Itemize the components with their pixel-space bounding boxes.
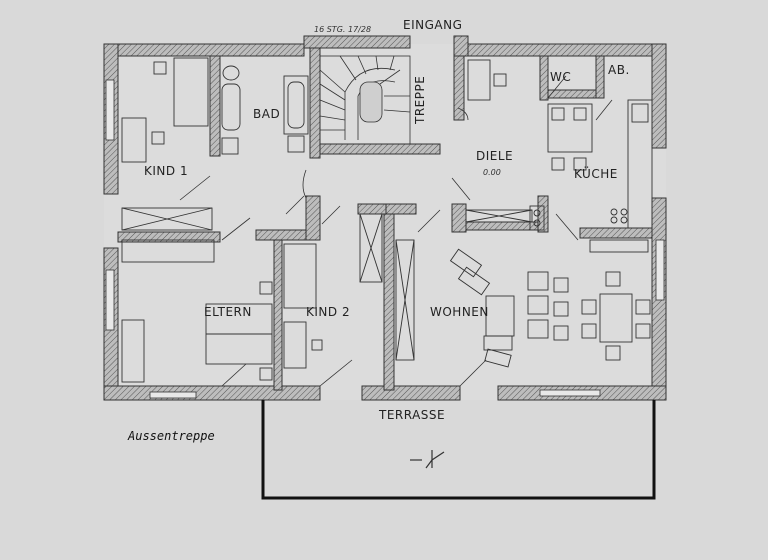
terrace-outline <box>261 400 656 500</box>
room-label-wc: WC <box>550 70 571 84</box>
room-label-eingang: EINGANG <box>403 18 462 32</box>
furniture <box>121 57 653 383</box>
room-label-treppe: TREPPE <box>413 76 427 125</box>
room-label-diele: DIELE <box>476 149 513 163</box>
diele-level: 0.00 <box>483 168 501 177</box>
room-label-kueche: KÜCHE <box>574 165 618 181</box>
entrance-arrow-icon <box>410 450 445 469</box>
room-label-wohnen: WOHNEN <box>430 305 489 319</box>
room-label-eltern: ELTERN <box>204 305 252 319</box>
room-label-bad: BAD <box>253 107 280 121</box>
room-label-kind1: KIND 1 <box>144 164 188 178</box>
room-label-kind2: KIND 2 <box>306 305 350 319</box>
windows <box>105 79 665 399</box>
staircase <box>319 55 411 145</box>
room-label-ab: AB. <box>608 63 630 77</box>
stair-note: 16 STG. 17/28 <box>314 25 371 34</box>
outside-stair-note: Aussentreppe <box>128 429 215 443</box>
room-label-terrasse: TERRASSE <box>378 408 445 422</box>
door-swings <box>179 75 613 387</box>
